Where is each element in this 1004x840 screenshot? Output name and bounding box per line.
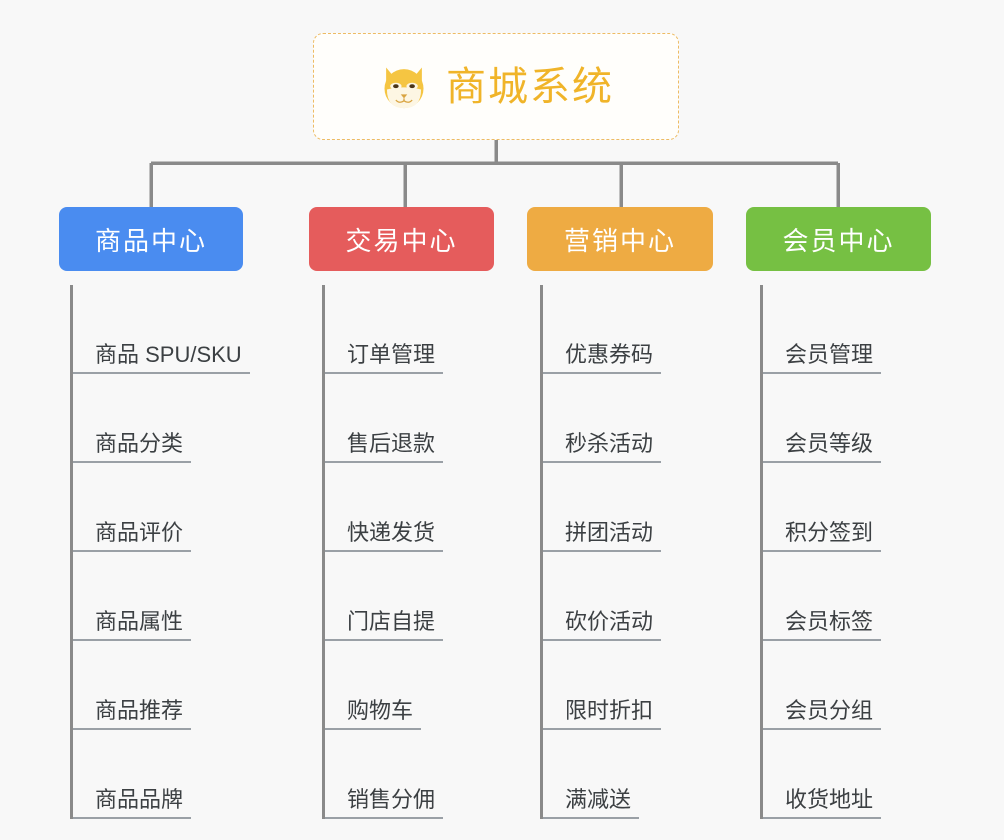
leaf-label: 销售分佣 <box>325 786 444 819</box>
leaf-label: 会员标签 <box>763 608 882 641</box>
branch-header-trade-center[interactable]: 交易中心 <box>309 207 494 271</box>
leaf-item[interactable]: 拼团活动 <box>543 463 713 552</box>
leaf-item[interactable]: 商品分类 <box>73 374 250 463</box>
branch-product-center: 商品中心 商品 SPU/SKU 商品分类 商品评价 商品属性 商品推荐 商品品牌 <box>59 207 250 819</box>
branch-trade-center: 交易中心 订单管理 售后退款 快递发货 门店自提 购物车 销售分佣 <box>309 207 494 819</box>
branch-header-marketing-center[interactable]: 营销中心 <box>527 207 713 271</box>
leaf-item[interactable]: 会员分组 <box>763 641 931 730</box>
shiba-dog-face-icon <box>384 67 424 110</box>
leaf-label: 商品 SPU/SKU <box>73 341 250 374</box>
leaf-item[interactable]: 砍价活动 <box>543 552 713 641</box>
leaf-label: 售后退款 <box>325 430 444 463</box>
leaf-list-member-center: 会员管理 会员等级 积分签到 会员标签 会员分组 收货地址 <box>760 285 931 819</box>
leaf-label: 收货地址 <box>763 786 882 819</box>
leaf-item[interactable]: 商品评价 <box>73 463 250 552</box>
root-title: 商城系统 <box>446 64 614 109</box>
leaf-list-product-center: 商品 SPU/SKU 商品分类 商品评价 商品属性 商品推荐 商品品牌 <box>70 285 250 819</box>
branch-header-product-center[interactable]: 商品中心 <box>59 207 243 271</box>
leaf-item[interactable]: 会员等级 <box>763 374 931 463</box>
leaf-label: 积分签到 <box>763 519 882 552</box>
leaf-item[interactable]: 会员管理 <box>763 285 931 374</box>
branch-header-member-center[interactable]: 会员中心 <box>746 207 931 271</box>
branch-header-label: 交易中心 <box>345 225 458 256</box>
leaf-label: 商品推荐 <box>73 697 192 730</box>
leaf-item[interactable]: 售后退款 <box>325 374 494 463</box>
leaf-label: 秒杀活动 <box>543 430 662 463</box>
leaf-item[interactable]: 会员标签 <box>763 552 931 641</box>
leaf-list-marketing-center: 优惠券码 秒杀活动 拼团活动 砍价活动 限时折扣 满减送 <box>540 285 713 819</box>
leaf-label: 满减送 <box>543 786 640 819</box>
branch-header-label: 商品中心 <box>94 225 207 256</box>
leaf-label: 快递发货 <box>325 519 444 552</box>
leaf-item[interactable]: 商品品牌 <box>73 730 250 819</box>
leaf-item[interactable]: 销售分佣 <box>325 730 494 819</box>
leaf-item[interactable]: 购物车 <box>325 641 494 730</box>
leaf-item[interactable]: 商品推荐 <box>73 641 250 730</box>
branch-header-label: 会员中心 <box>782 225 895 256</box>
leaf-item[interactable]: 快递发货 <box>325 463 494 552</box>
leaf-label: 优惠券码 <box>543 341 662 374</box>
leaf-item[interactable]: 限时折扣 <box>543 641 713 730</box>
leaf-label: 订单管理 <box>325 341 444 374</box>
leaf-list-trade-center: 订单管理 售后退款 快递发货 门店自提 购物车 销售分佣 <box>322 285 494 819</box>
leaf-item[interactable]: 商品 SPU/SKU <box>73 285 250 374</box>
leaf-item[interactable]: 秒杀活动 <box>543 374 713 463</box>
leaf-item[interactable]: 满减送 <box>543 730 713 819</box>
leaf-label: 购物车 <box>325 697 422 730</box>
branch-header-label: 营销中心 <box>563 225 676 256</box>
leaf-item[interactable]: 积分签到 <box>763 463 931 552</box>
leaf-label: 限时折扣 <box>543 697 662 730</box>
leaf-label: 门店自提 <box>325 608 444 641</box>
leaf-label: 会员等级 <box>763 430 882 463</box>
leaf-label: 会员分组 <box>763 697 882 730</box>
leaf-label: 砍价活动 <box>543 608 662 641</box>
leaf-item[interactable]: 商品属性 <box>73 552 250 641</box>
leaf-label: 商品分类 <box>73 430 192 463</box>
leaf-label: 商品品牌 <box>73 786 192 819</box>
leaf-item[interactable]: 门店自提 <box>325 552 494 641</box>
leaf-label: 会员管理 <box>763 341 882 374</box>
branch-member-center: 会员中心 会员管理 会员等级 积分签到 会员标签 会员分组 收货地址 <box>746 207 931 819</box>
leaf-item[interactable]: 收货地址 <box>763 730 931 819</box>
leaf-label: 商品评价 <box>73 519 192 552</box>
leaf-item[interactable]: 优惠券码 <box>543 285 713 374</box>
leaf-label: 拼团活动 <box>543 519 662 552</box>
leaf-label: 商品属性 <box>73 608 192 641</box>
root-node[interactable]: 商城系统 <box>313 33 679 140</box>
branch-marketing-center: 营销中心 优惠券码 秒杀活动 拼团活动 砍价活动 限时折扣 满减送 <box>527 207 713 819</box>
leaf-item[interactable]: 订单管理 <box>325 285 494 374</box>
